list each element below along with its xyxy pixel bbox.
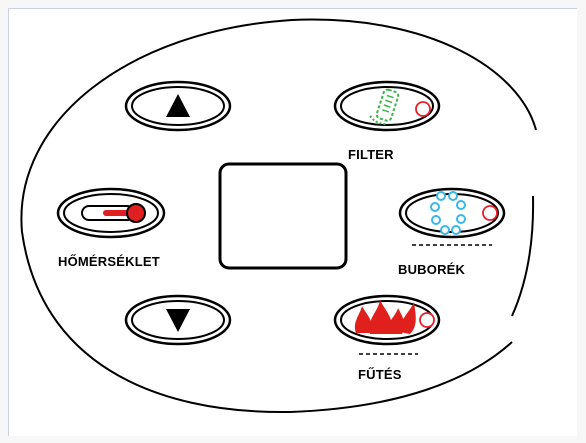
up-button[interactable]	[124, 80, 232, 132]
heat-label: FŰTÉS	[358, 367, 402, 382]
panel-outline-right	[511, 195, 535, 317]
heat-indicator-light	[419, 312, 435, 328]
triangle-down-icon	[166, 309, 190, 332]
triangle-up-icon	[166, 94, 190, 117]
bubble-label: BUBORÉK	[398, 262, 466, 277]
filter-indicator-light	[415, 101, 431, 117]
thermometer-icon	[81, 203, 146, 223]
panel-outline	[20, 18, 537, 414]
temperature-button[interactable]	[56, 187, 166, 239]
bubble-indicator-light	[482, 205, 498, 221]
down-button[interactable]	[124, 294, 232, 346]
filter-button[interactable]	[333, 80, 441, 132]
bubble-button[interactable]	[398, 187, 506, 246]
flame-icon	[354, 300, 416, 334]
bubbles-icon	[430, 191, 466, 235]
heat-button[interactable]	[333, 294, 441, 355]
temperature-label: HŐMÉRSÉKLET	[58, 254, 160, 269]
filter-label: FILTER	[348, 147, 394, 162]
display-screen	[218, 162, 348, 270]
filter-cartridge-icon	[369, 88, 400, 125]
